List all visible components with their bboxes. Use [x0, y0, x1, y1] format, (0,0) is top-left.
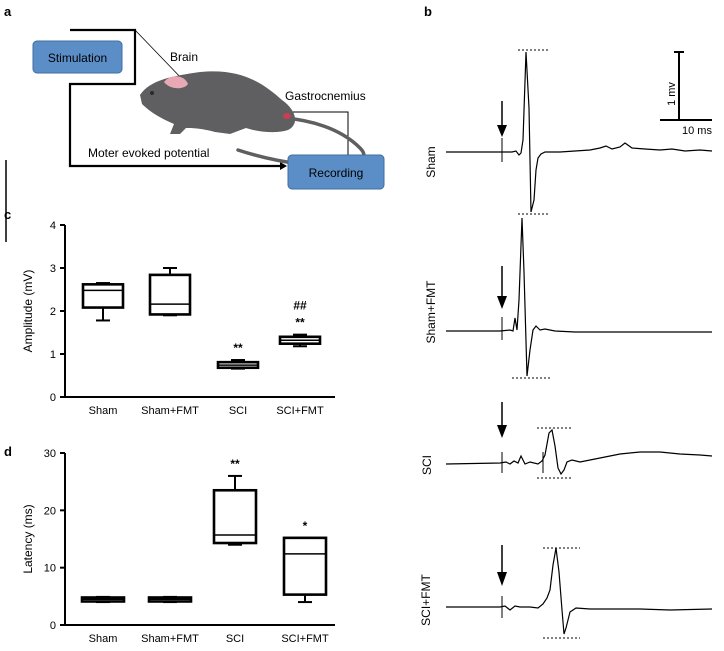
box-sci-fmt	[282, 536, 328, 604]
significance-marker: **	[295, 316, 305, 330]
box-iqr	[148, 273, 192, 316]
x-tick-label: Sham+FMT	[141, 633, 199, 645]
stimulation-box	[32, 40, 123, 74]
scale-bar: 1 mv 10 ms	[660, 51, 712, 137]
trace-sham-fmt-line	[446, 217, 712, 377]
y-tick-label: 10	[44, 563, 56, 575]
y-tick-label: 1	[50, 349, 56, 361]
box-iqr	[282, 536, 328, 596]
y-tick-label: 2	[50, 306, 56, 318]
x-tick-label: Sham+FMT	[141, 405, 199, 417]
box-sci	[216, 359, 260, 370]
trace-sham-line	[446, 51, 713, 213]
y-tick-label: 30	[44, 448, 56, 460]
significance-marker: **	[233, 341, 243, 355]
y-tick-label: 20	[44, 505, 56, 517]
y-axis-title: Amplitude (mV)	[21, 270, 35, 353]
stim-arrow-icon-sci	[497, 425, 507, 438]
scale-bar-x-label: 10 ms	[682, 125, 712, 137]
trace-sham: Sham	[424, 49, 713, 215]
x-tick-label: SCI+FMT	[276, 405, 324, 417]
box-sci-fmt	[278, 333, 322, 348]
stimulation-wire	[68, 28, 280, 168]
trace-sci: SCI	[420, 402, 713, 479]
recording-box	[287, 154, 385, 190]
box-sci	[212, 474, 258, 546]
significance-marker: *	[303, 519, 308, 533]
mouse-eye	[150, 91, 154, 95]
x-tick-label: SCI+FMT	[281, 633, 329, 645]
x-tick-label: SCI	[226, 633, 244, 645]
brain-highlight	[164, 76, 188, 89]
trace-label-sci: SCI	[420, 455, 434, 475]
panel-c-letter: c	[4, 207, 11, 222]
y-tick-label: 3	[50, 263, 56, 275]
x-tick-label: Sham	[89, 633, 118, 645]
box-sham-fmt	[147, 595, 193, 604]
significance-marker: ##	[293, 299, 307, 313]
y-tick-label: 4	[50, 220, 56, 232]
scale-bar-y-label: 1 mv	[666, 82, 678, 106]
y-tick-label: 0	[50, 392, 56, 404]
trace-label-sham-fmt: Sham+FMT	[424, 280, 438, 344]
recording-label: Recording	[309, 166, 364, 180]
stim-arrow-icon-sci-fmt	[497, 572, 507, 586]
y-tick-label: 0	[50, 620, 56, 632]
mep-label: Moter evoked potential	[88, 146, 209, 160]
y-axis-title: Latency (ms)	[21, 504, 35, 573]
trace-sci-line	[445, 428, 713, 476]
x-tick-label: Sham	[89, 405, 118, 417]
box-iqr	[81, 283, 125, 309]
box-sham-fmt	[148, 267, 192, 317]
x-tick-label: SCI	[229, 405, 247, 417]
trace-label-sham: Sham	[424, 146, 438, 177]
gastrocnemius-label: Gastrocnemius	[285, 89, 366, 103]
recording-arrowhead	[280, 162, 287, 170]
trace-sci-fmt-line	[446, 547, 713, 635]
trace-label-sci-fmt: SCI+FMT	[419, 573, 433, 625]
box-sham	[81, 282, 125, 322]
gastrocnemius-highlight	[283, 113, 291, 119]
panel-a-schematic: Stimulation Recording Brain Gastrocnemiu…	[32, 28, 385, 190]
stim-arrow-icon-sham	[497, 125, 507, 137]
brain-pointer-line	[134, 29, 186, 83]
significance-marker: **	[230, 457, 240, 471]
mouse-body	[140, 71, 296, 134]
box-iqr	[212, 488, 258, 545]
trace-sham-fmt: Sham+FMT	[424, 217, 712, 379]
trace-sci-fmt: SCI+FMT	[419, 545, 713, 639]
panel-d-letter: d	[4, 444, 12, 459]
stim-arrow-icon-sham-fmt	[497, 296, 507, 309]
panel-b-letter: b	[424, 4, 432, 19]
brain-label: Brain	[170, 50, 198, 64]
stimulation-label: Stimulation	[48, 51, 107, 65]
panel-a-letter: a	[4, 4, 12, 19]
box-sham	[80, 595, 126, 604]
